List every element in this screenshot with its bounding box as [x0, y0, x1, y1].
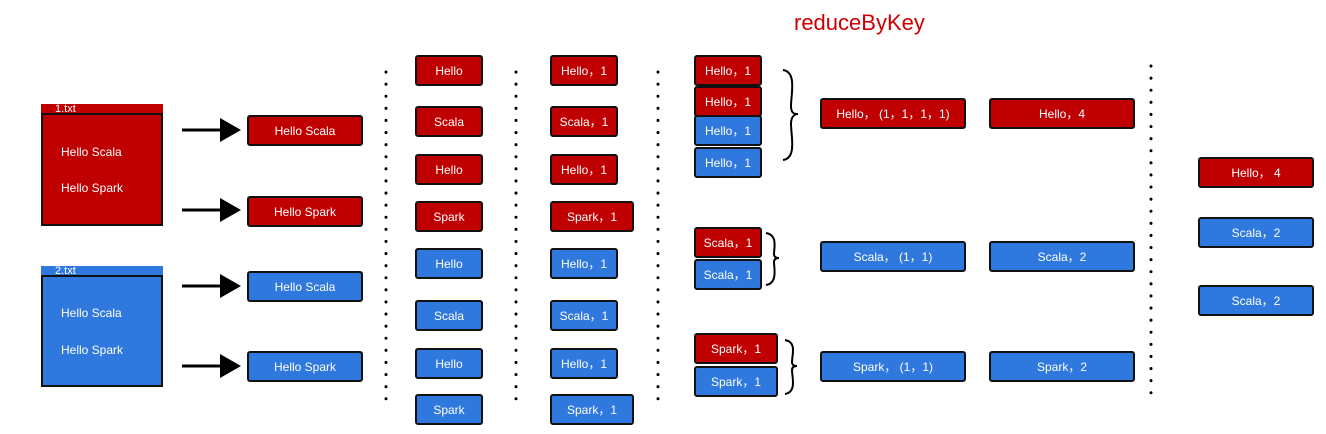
brace-icon [765, 232, 780, 286]
word-box: Hello [415, 154, 483, 185]
file-1-line-2: Hello Spark [61, 181, 124, 195]
shuffled-box: Spark，1 [694, 333, 778, 364]
file-2-body: Hello Scala Hello Spark [41, 275, 163, 387]
file-1-body: Hello Scala Hello Spark [41, 113, 163, 226]
word-box: Hello [415, 55, 483, 86]
pair-box: Hello，1 [550, 55, 618, 86]
pair-box: Spark，1 [550, 394, 634, 425]
grouped-box: Scala， (1，1) [820, 241, 966, 272]
file-2-line-2: Hello Spark [61, 343, 124, 357]
word-box: Spark [415, 201, 483, 232]
word-box: Spark [415, 394, 483, 425]
diagram-title: reduceByKey [794, 10, 925, 35]
grouped-box: Hello， (1，1，1，1) [820, 98, 966, 129]
reduced-box: Spark，2 [989, 351, 1135, 382]
pair-box: Scala，1 [550, 106, 618, 137]
pair-box: Scala，1 [550, 300, 618, 331]
final-box: Scala，2 [1198, 285, 1314, 316]
file-2-line-1: Hello Scala [61, 306, 122, 320]
line-box: Hello Spark [247, 196, 363, 227]
word-box: Scala [415, 300, 483, 331]
shuffled-box: Scala，1 [694, 259, 762, 290]
file-1-tab: 1.txt [41, 104, 163, 115]
line-box: Hello Scala [247, 115, 363, 146]
shuffled-box: Scala，1 [694, 227, 762, 258]
grouped-box: Spark， (1，1) [820, 351, 966, 382]
word-box: Hello [415, 348, 483, 379]
shuffled-box: Spark，1 [694, 366, 778, 397]
shuffled-box: Hello，1 [694, 55, 762, 86]
final-box: Scala，2 [1198, 217, 1314, 248]
line-box: Hello Spark [247, 351, 363, 382]
final-box: Hello， 4 [1198, 157, 1314, 188]
shuffled-box: Hello，1 [694, 147, 762, 178]
shuffled-box: Hello，1 [694, 115, 762, 146]
file-2-tab: 2.txt [41, 266, 163, 277]
reduced-box: Scala，2 [989, 241, 1135, 272]
word-box: Hello [415, 248, 483, 279]
reduced-box: Hello，4 [989, 98, 1135, 129]
pair-box: Hello，1 [550, 154, 618, 185]
brace-icon [784, 339, 798, 395]
brace-icon [782, 69, 799, 161]
file-1-line-1: Hello Scala [61, 145, 122, 159]
line-box: Hello Scala [247, 271, 363, 302]
pair-box: Hello，1 [550, 348, 618, 379]
pair-box: Hello，1 [550, 248, 618, 279]
pair-box: Spark，1 [550, 201, 634, 232]
word-box: Scala [415, 106, 483, 137]
